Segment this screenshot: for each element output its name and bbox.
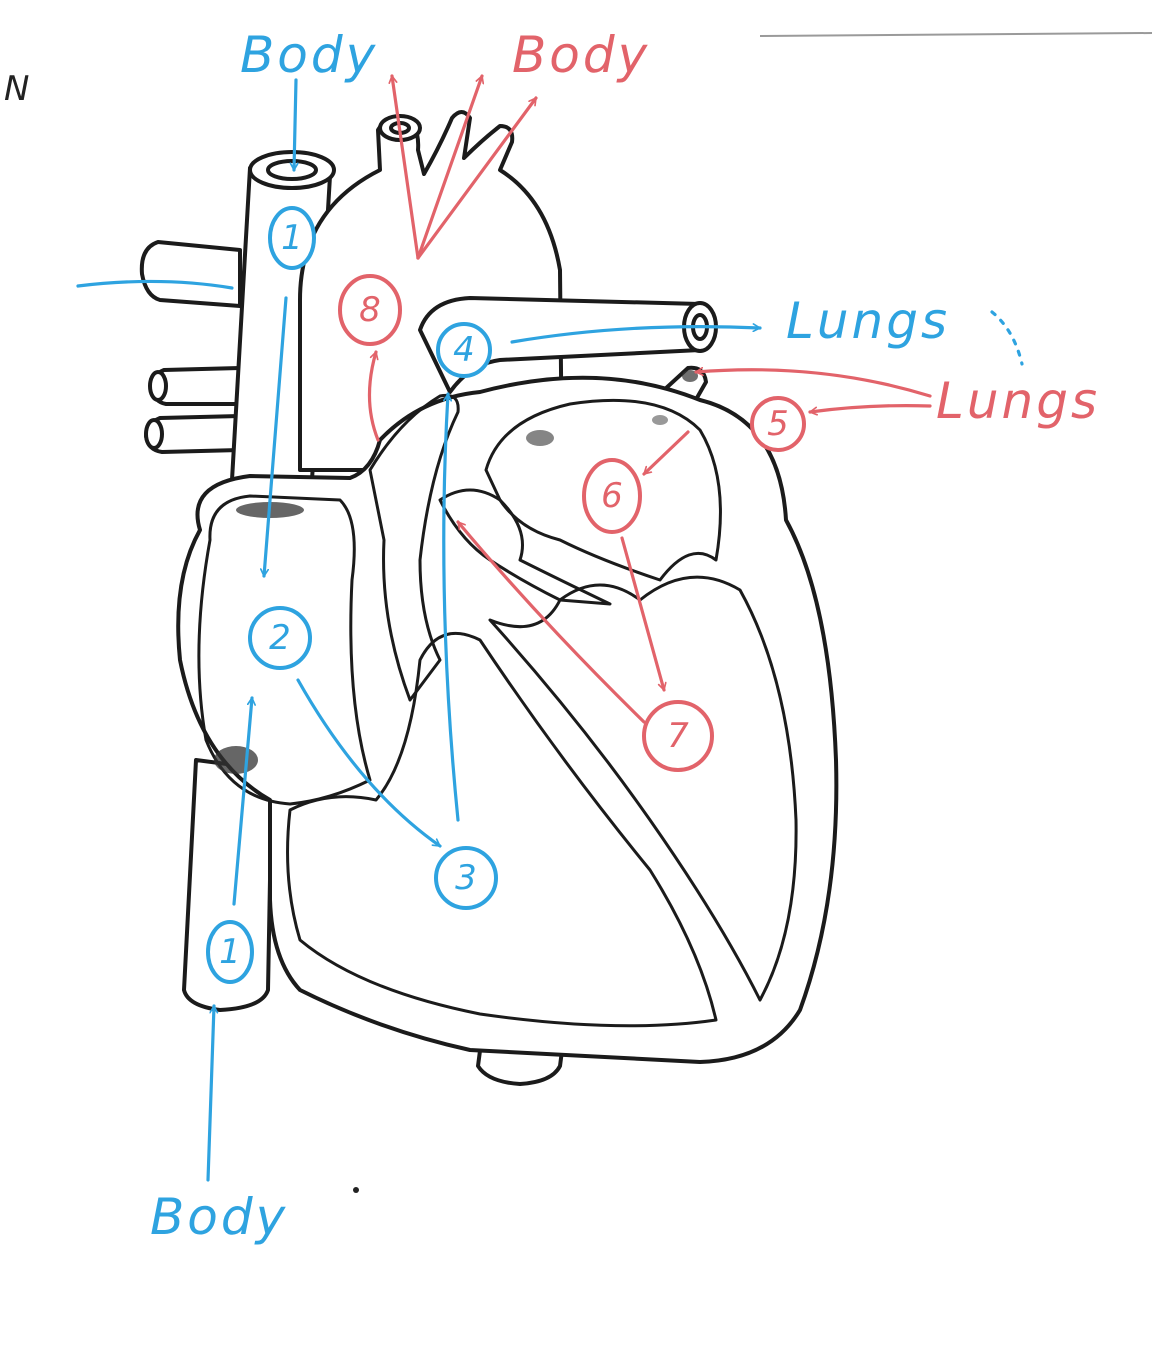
arrow-svc-to-atrium (264, 296, 288, 576)
left-atrium (484, 398, 722, 582)
arrow-pulmonary-to-lungs (510, 327, 760, 344)
right-atrium-wall (197, 494, 372, 806)
arrow-step5-to-6 (642, 430, 690, 476)
svg-text:1: 1 (219, 932, 241, 972)
arrow-body-into-ivc (206, 1006, 214, 1182)
arrow-ventricle-to-pulmonary (442, 394, 460, 822)
label-body-top-red: Body (512, 26, 650, 84)
arrow-up-to-8 (367, 352, 380, 442)
step-markers: 1 1 2 3 4 5 6 7 (206, 206, 806, 984)
arrow-atrium-to-ventricle (296, 678, 442, 848)
location-labels: Body Body Body Lungs Lungs (150, 26, 1100, 1246)
svg-text:5: 5 (767, 404, 789, 444)
svg-text:2: 2 (269, 618, 291, 658)
svg-text:6: 6 (601, 476, 623, 516)
oxygenated-flow-paths (367, 76, 932, 724)
svg-text:7: 7 (667, 716, 689, 756)
septum (368, 393, 460, 702)
step-8: 8 (338, 274, 402, 346)
step-3: 3 (434, 846, 498, 910)
left-ventricle-wall (488, 575, 798, 1002)
step-2: 2 (248, 606, 312, 670)
ivc-atrium-opening (214, 746, 258, 774)
svg-text:3: 3 (455, 858, 477, 898)
svg-text:8: 8 (359, 290, 381, 330)
deoxygenated-flow-paths (76, 78, 1024, 1182)
step-6: 6 (582, 458, 642, 534)
corner-mark: N (4, 69, 29, 109)
arrow-lungs-to-vein-upper (696, 370, 932, 398)
step-7: 7 (642, 700, 714, 772)
svg-text:1: 1 (281, 218, 303, 258)
stray-dot (353, 1187, 359, 1193)
lungs-dashed-loop (990, 310, 1024, 366)
arrow-aorta-branch-b (416, 76, 482, 260)
arrow-aorta-branch-c (416, 96, 538, 260)
arrow-ivc-up (232, 698, 252, 906)
label-body-bottom-blue: Body (150, 1188, 288, 1246)
step-4: 4 (436, 322, 492, 378)
step-1-bottom: 1 (206, 920, 254, 984)
arrow-6-to-7 (620, 536, 664, 690)
step-5: 5 (750, 396, 806, 452)
label-body-top-blue: Body (240, 26, 378, 84)
sheet-edge (759, 32, 1152, 37)
arrow-body-into-svc (294, 78, 296, 172)
arrow-7-to-aorta (456, 520, 646, 724)
left-branch-vessel (139, 240, 242, 308)
label-lungs-red: Lungs (936, 372, 1100, 430)
aorta (298, 110, 564, 472)
step-1-top: 1 (268, 206, 316, 270)
label-lungs-blue: Lungs (786, 292, 950, 350)
heart-outline (139, 110, 839, 1086)
arrow-left-vessel-in (76, 279, 234, 290)
svc-opening (248, 150, 336, 190)
arrow-lungs-to-step5 (810, 404, 932, 412)
arrow-aorta-branch-a (392, 76, 420, 260)
svg-text:4: 4 (453, 330, 475, 370)
right-ventricle-wall (286, 631, 718, 1028)
